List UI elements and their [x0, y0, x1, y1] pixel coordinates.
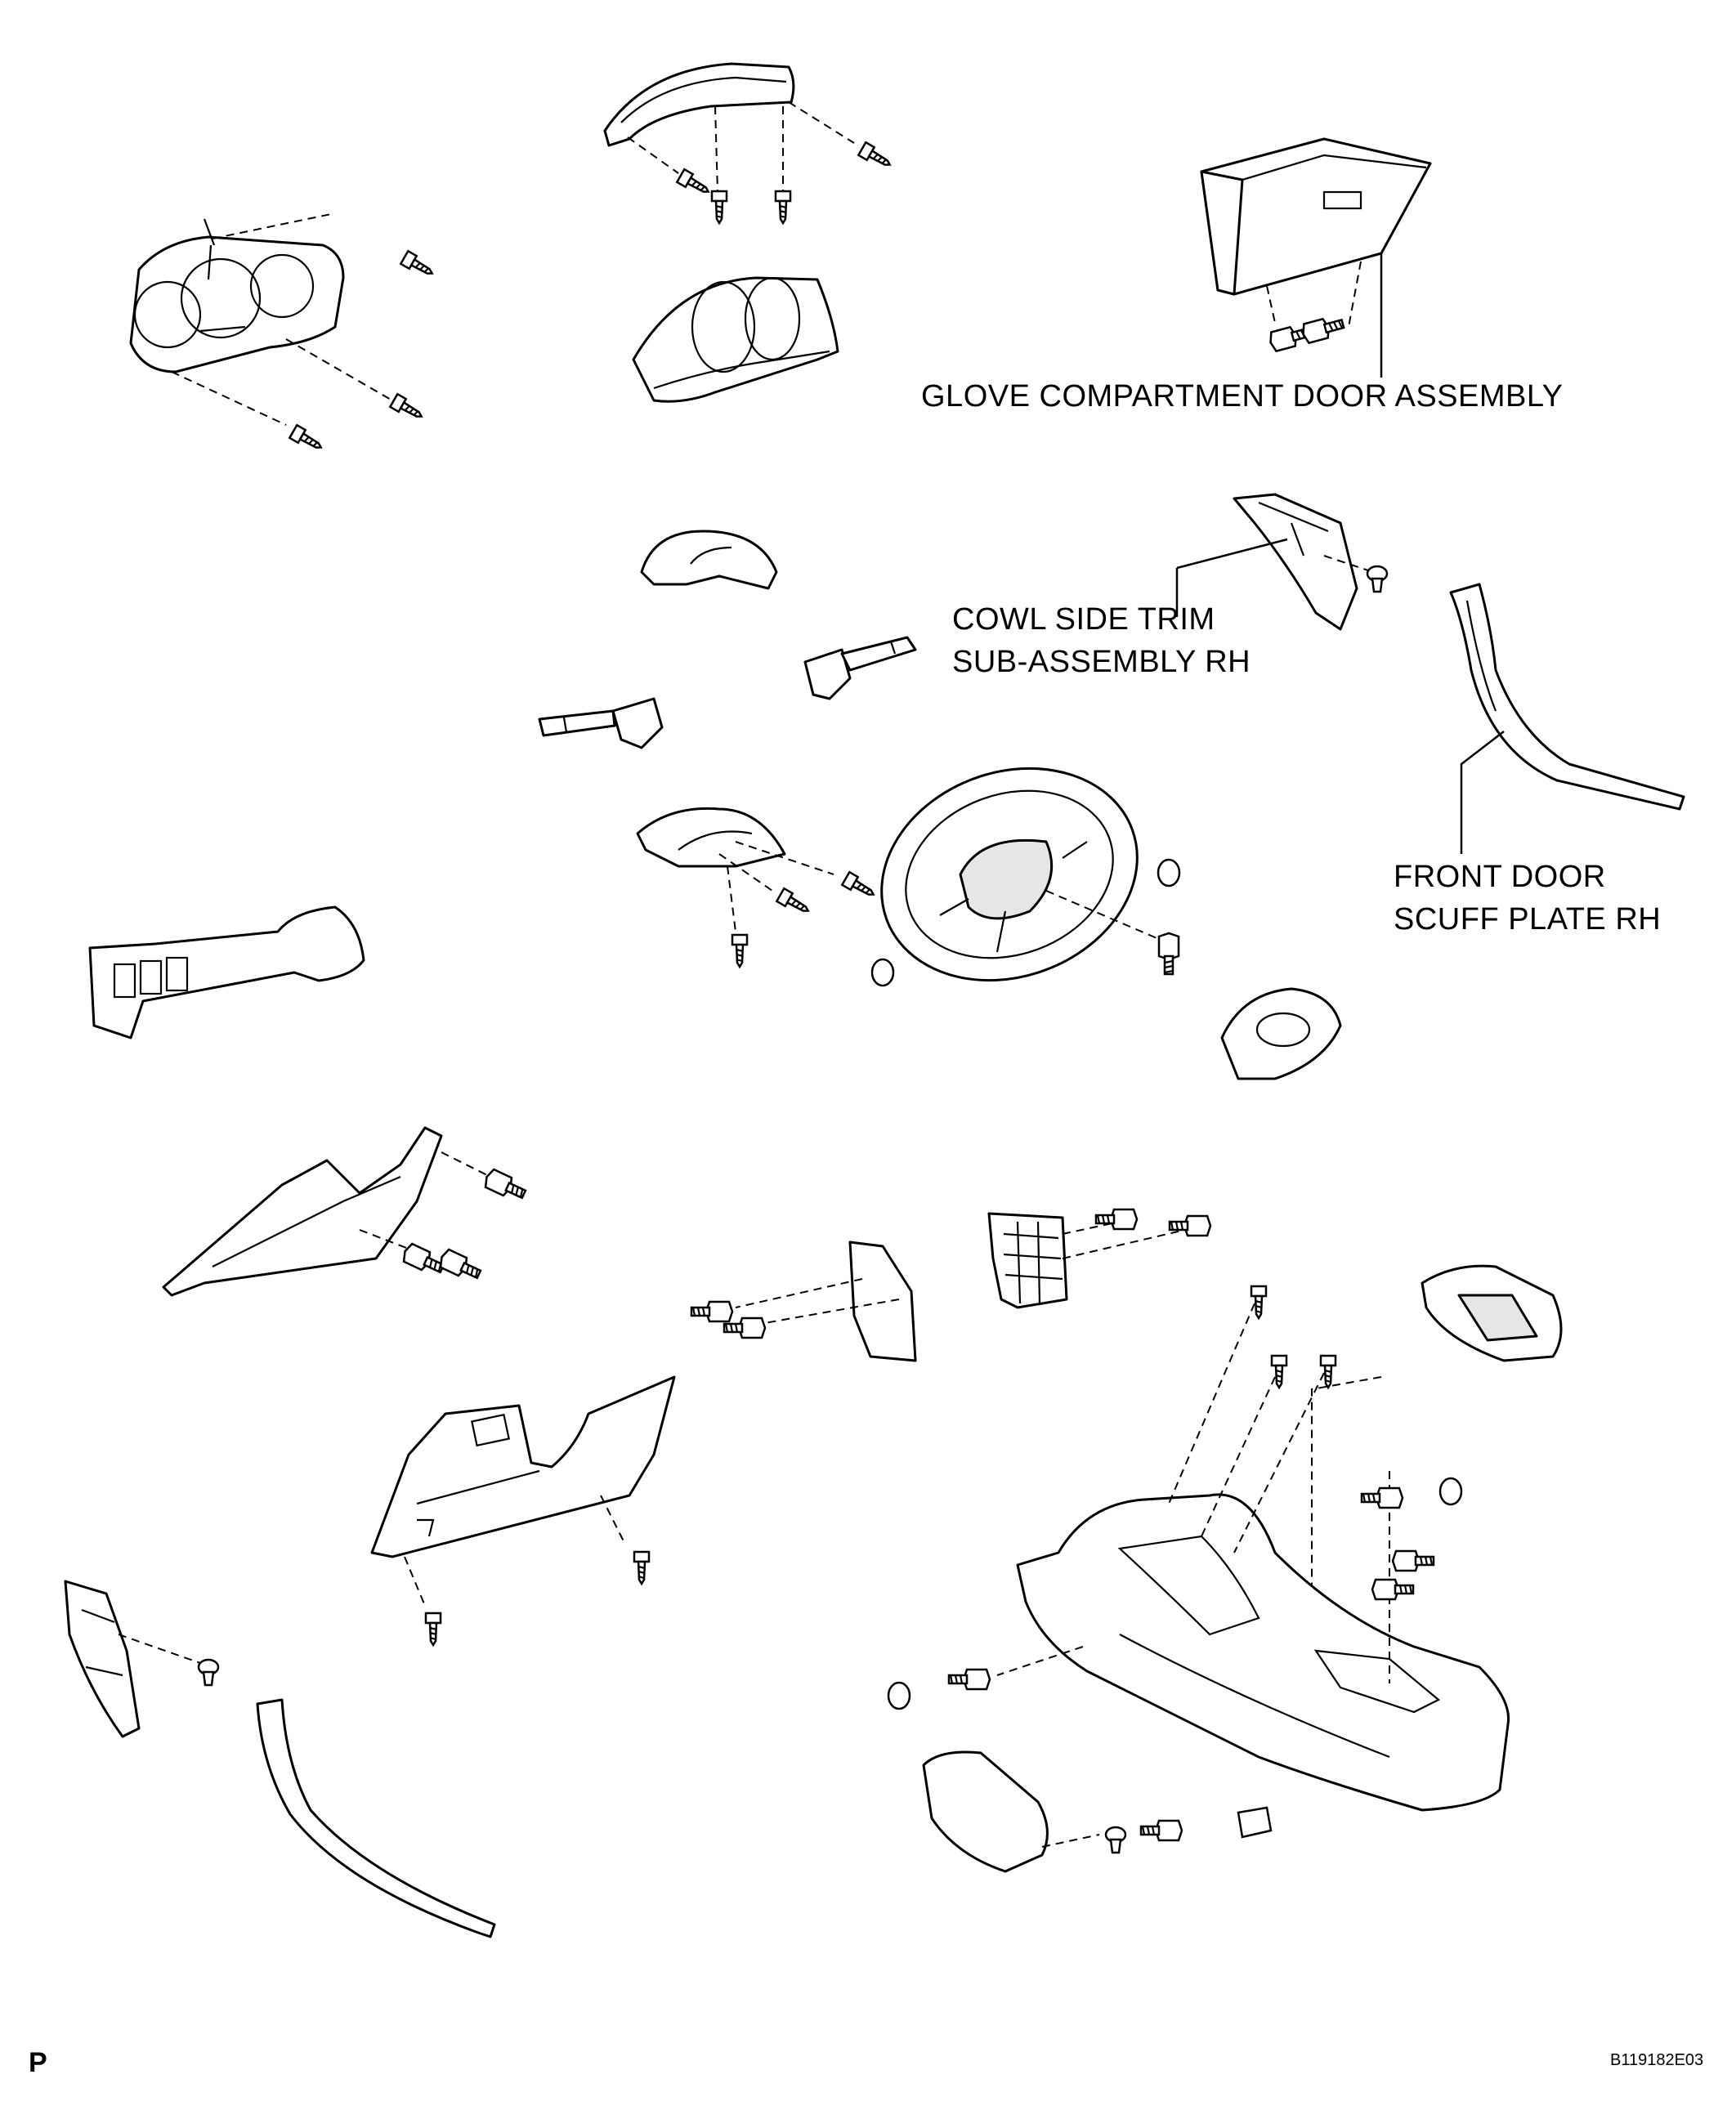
heater-duct-cover [987, 1208, 1212, 1309]
glove-compartment-door-label: GLOVE COMPARTMENT DOOR ASSEMBLY [921, 379, 1564, 414]
figure-code: B119182E03 [1610, 2051, 1704, 2069]
combination-switch-right [803, 636, 917, 700]
cowl-side-trim-rh-label-line2: SUB-ASSEMBLY RH [952, 645, 1251, 679]
cowl-side-trim-rh [1175, 493, 1389, 631]
cowl-side-trim-rh-label-line1: COWL SIDE TRIM [952, 602, 1215, 637]
shift-lever-finish-plate [1421, 1264, 1563, 1362]
lower-instrument-panel-finish [370, 1375, 676, 1647]
glove-compartment-door [1200, 137, 1432, 378]
column-cover-lower [636, 807, 879, 968]
front-door-scuff-plate-lh [256, 1698, 496, 1938]
cowl-side-trim-lh [64, 1580, 220, 1738]
instrument-panel-switch-bezel [88, 905, 365, 1039]
steering-wheel [880, 767, 1180, 982]
page-marker: P [29, 2047, 47, 2078]
console-compartment-door [922, 1750, 1273, 1873]
column-cover-upper [640, 530, 778, 590]
front-door-scuff-plate-rh [1449, 583, 1685, 854]
front-door-scuff-plate-rh-label-line1: FRONT DOOR [1394, 860, 1606, 894]
console-box [887, 1285, 1510, 1812]
instrument-cluster-hood [603, 62, 895, 225]
front-door-scuff-plate-rh-label-line2: SCUFF PLATE RH [1394, 902, 1662, 937]
lower-panel-cover [690, 1241, 917, 1362]
combination-meter [129, 213, 437, 455]
meter-hood [632, 276, 839, 403]
combination-switch-left [538, 697, 664, 749]
instrument-panel-lower-reinforcement [162, 1126, 530, 1297]
horn-button-pad [1220, 987, 1342, 1080]
